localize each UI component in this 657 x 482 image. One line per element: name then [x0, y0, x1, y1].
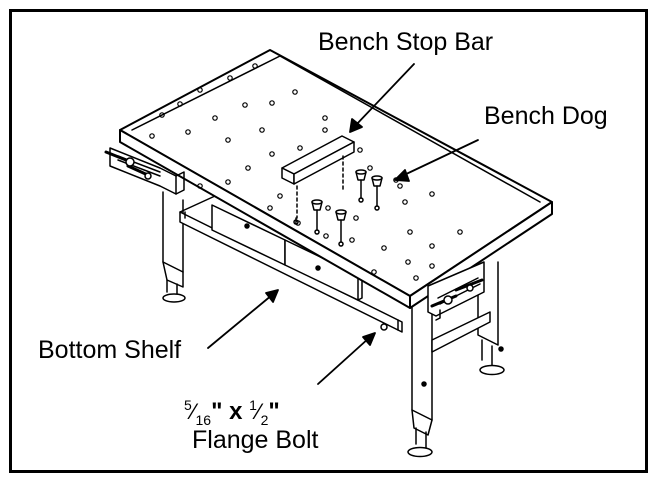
- label-bench-stop-bar: Bench Stop Bar: [318, 28, 494, 56]
- bolt-size-b-denominator: 2: [260, 411, 269, 428]
- bench-dog-holes: [149, 63, 463, 281]
- bolt-size-a-denominator: 16: [195, 411, 212, 428]
- leader-arrows: [207, 63, 479, 385]
- leg-front-right: [407, 299, 491, 458]
- diagram-border: [9, 9, 648, 473]
- label-bolt-size: 5⁄16" x 1⁄2": [184, 398, 280, 427]
- bolt-size-separator: " x: [211, 398, 250, 425]
- leg-back-left: [162, 191, 186, 303]
- leg-back-right: [477, 261, 505, 376]
- vise-left: [104, 147, 185, 195]
- bench-stop-bar: [281, 135, 355, 219]
- bench-dogs: [293, 169, 383, 247]
- flange-bolt: [380, 323, 388, 331]
- fraction-slash: ⁄: [256, 399, 261, 424]
- label-bench-dog: Bench Dog: [484, 102, 608, 130]
- bolt-size-inch-mark: ": [268, 398, 280, 425]
- bolt-size-b-numerator: 1: [249, 397, 257, 413]
- bolt-size-a-numerator: 5: [184, 397, 192, 413]
- fraction-slash: ⁄: [191, 399, 196, 424]
- vise-right: [427, 261, 485, 321]
- label-bottom-shelf: Bottom Shelf: [38, 336, 182, 364]
- label-flange-bolt: Flange Bolt: [192, 426, 319, 454]
